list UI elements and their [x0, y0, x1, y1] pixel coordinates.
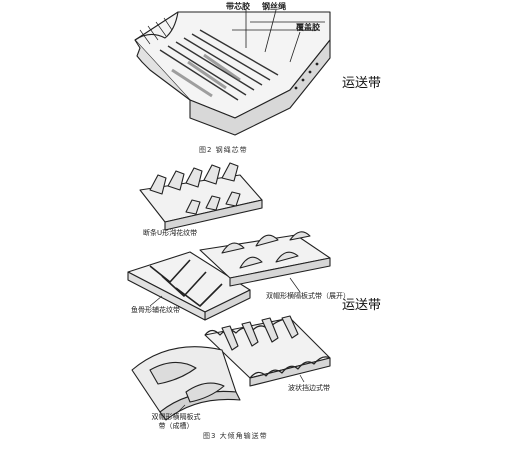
u-pattern-belt-drawing: [139, 162, 263, 231]
double-chevron-rolled-belt-drawing: [131, 346, 241, 421]
cover-rubber-label: 覆盖胶: [296, 23, 320, 32]
herringbone-belt-label: 鱼骨形辅花纹带: [131, 306, 180, 314]
steel-cord-belt-drawing: [134, 9, 331, 136]
double-chevron-open-belt-drawing: [199, 231, 331, 287]
core-rubber-label: 带芯胶: [226, 2, 250, 11]
herringbone-belt-drawing: [127, 251, 251, 321]
figure3-caption: 图3 大倾角输送带: [203, 432, 268, 440]
side-label-1: 运送带: [342, 76, 382, 91]
figure2-caption: 图2 钢绳芯带: [199, 146, 248, 154]
corrugated-sidewall-label: 波状挡边式带: [288, 384, 330, 392]
u-pattern-belt-label: 断条U形沟花纹带: [143, 229, 198, 237]
double-chevron-open-label: 双帽形横隔板式带（展开）: [266, 292, 350, 300]
corrugated-sidewall-belt-drawing: [204, 315, 331, 387]
double-chevron-rolled-label: 双帽形横隔板式带（成槽）: [151, 413, 201, 431]
steel-cord-label: 钢丝绳: [262, 2, 286, 11]
side-label-2: 运送带: [342, 298, 382, 313]
